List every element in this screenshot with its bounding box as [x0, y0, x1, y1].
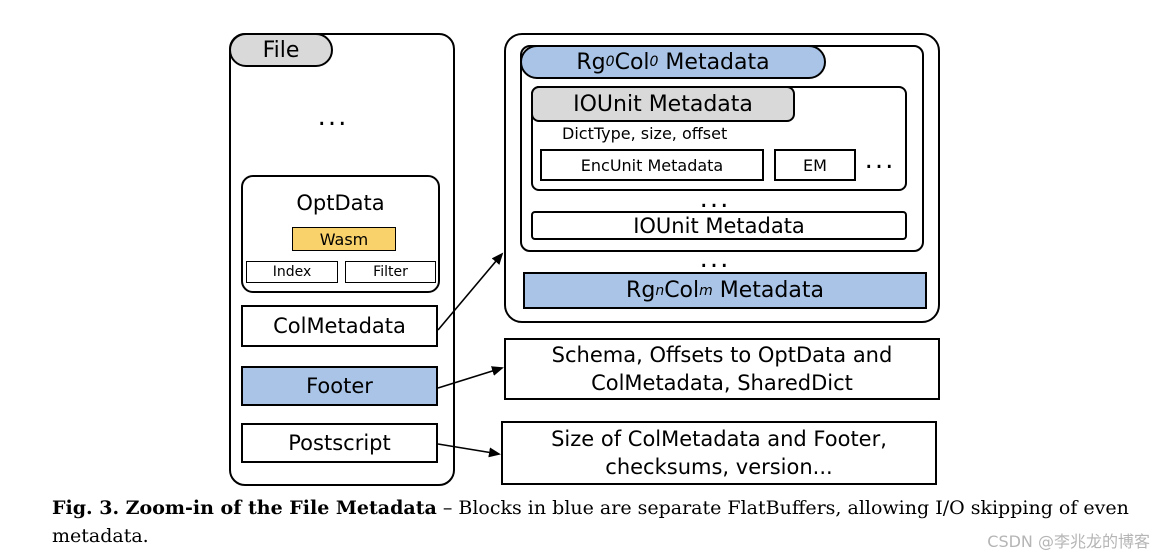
optdata-title: OptData — [296, 191, 385, 215]
footer-desc-line1: Schema, Offsets to OptData and — [551, 343, 893, 367]
rg0col0-pre: Rg — [576, 49, 606, 75]
figure-caption: Fig. 3. Zoom-in of the File Metadata – B… — [52, 494, 1132, 550]
rg0col0-sub2: 0 — [649, 54, 659, 70]
postscript-block: Postscript — [241, 423, 438, 463]
caption-label: Fig. 3. Zoom-in of the File Metadata — [52, 497, 437, 519]
iounit-desc: DictType, size, offset — [562, 124, 728, 143]
file-label: File — [229, 33, 333, 67]
rg0col0-post: Metadata — [658, 49, 770, 75]
iounit-metadata-2: IOUnit Metadata — [531, 211, 907, 240]
iounit-title: IOUnit Metadata — [531, 86, 795, 122]
footer-desc-line2: ColMetadata, SharedDict — [591, 371, 853, 395]
rgncolm-pre: Rg — [626, 278, 656, 303]
encunit-block: EncUnit Metadata — [540, 149, 764, 181]
wasm-block: Wasm — [292, 227, 396, 251]
file-ellipsis: ... — [317, 102, 349, 132]
rgncolm-mid: Col — [664, 278, 700, 303]
rg0col0-mid: Col — [614, 49, 650, 75]
arrow-postscript — [437, 443, 501, 458]
rgncolm-sub2: m — [699, 282, 713, 299]
rg0col0-sub1: 0 — [605, 54, 615, 70]
index-block: Index — [246, 261, 338, 283]
colmetadata-block: ColMetadata — [241, 305, 438, 347]
outer-ellipsis: ... — [699, 244, 731, 274]
postscript-desc-block: Size of ColMetadata and Footer, checksum… — [501, 421, 937, 485]
inner-ellipsis: ... — [699, 184, 731, 214]
caption-text: – Blocks in blue are separate FlatBuffer… — [52, 497, 1129, 547]
rgncolm-post: Metadata — [712, 278, 824, 303]
em-ellipsis: ... — [864, 145, 896, 175]
postscript-desc-line1: Size of ColMetadata and Footer, — [551, 427, 887, 451]
em-block: EM — [774, 149, 856, 181]
footer-desc-block: Schema, Offsets to OptData and ColMetada… — [504, 338, 940, 400]
footer-block: Footer — [241, 366, 438, 406]
postscript-desc-line2: checksums, version... — [605, 455, 833, 479]
arrow-colmetadata — [437, 252, 504, 331]
filter-block: Filter — [345, 261, 436, 283]
rgncolm-sub1: n — [655, 282, 665, 299]
arrow-footer — [437, 366, 504, 389]
watermark: CSDN @李兆龙的博客 — [987, 532, 1150, 551]
